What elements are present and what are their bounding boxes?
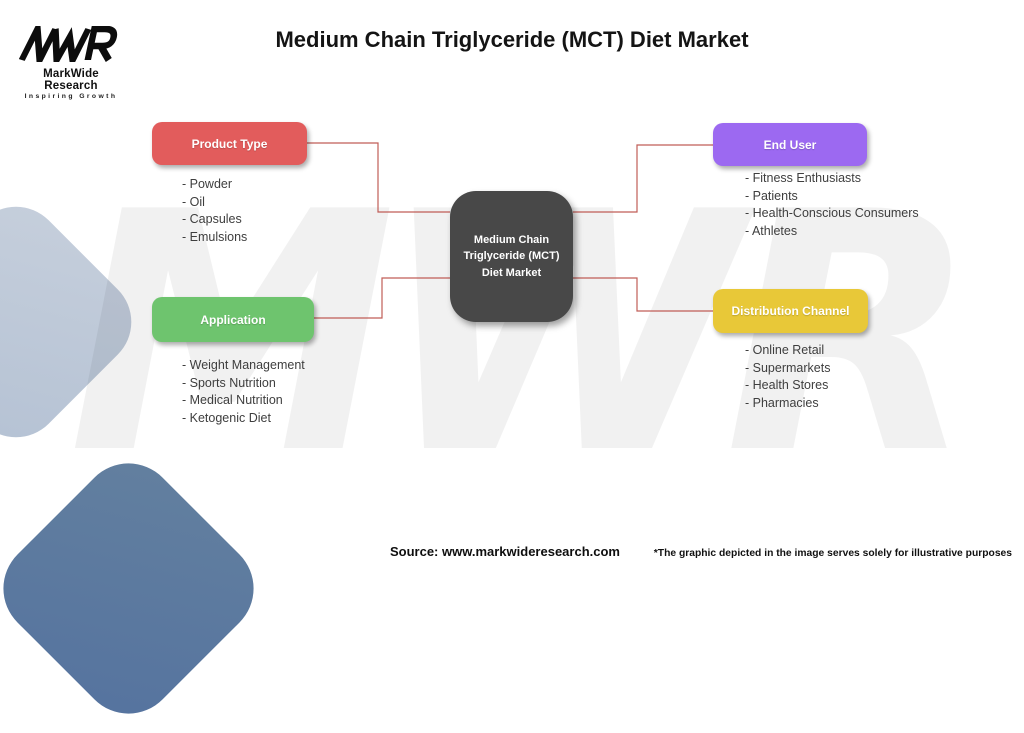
branch-box-application: Application <box>152 297 314 342</box>
list-item: - Medical Nutrition <box>182 393 283 407</box>
end-user-list: - Fitness Enthusiasts - Patients - Healt… <box>745 170 919 240</box>
connector-distribution-channel <box>573 277 713 312</box>
branch-box-product-type: Product Type <box>152 122 307 165</box>
connector-product-type <box>307 142 450 213</box>
markwide-logo: MarkWide Research Inspiring Growth <box>18 17 124 100</box>
list-item: - Health-Conscious Consumers <box>745 206 919 220</box>
center-node-line: Medium Chain <box>473 233 550 246</box>
logo-tagline: Inspiring Growth <box>24 93 118 100</box>
branch-label: Distribution Channel <box>731 304 850 318</box>
connector-lines <box>307 142 713 319</box>
list-item: - Weight Management <box>182 358 305 372</box>
list-item: - Online Retail <box>745 343 825 357</box>
list-item: - Emulsions <box>182 229 248 244</box>
distribution-channel-list: - Online Retail - Supermarkets - Health … <box>745 342 830 412</box>
application-list: - Weight Management - Sports Nutrition -… <box>182 357 305 427</box>
list-item: - Athletes <box>745 223 798 238</box>
list-item: - Pharmacies <box>745 395 819 410</box>
source-text: Source: www.markwideresearch.com <box>389 544 620 559</box>
logo-company-name: MarkWide Research <box>43 68 99 92</box>
branch-box-end-user: End User <box>713 123 867 166</box>
product-type-list: - Powder - Oil - Capsules - Emulsions <box>182 176 247 246</box>
branch-label: Application <box>200 312 266 327</box>
connector-application <box>313 277 450 319</box>
list-item: - Health Stores <box>745 378 829 392</box>
list-item: - Supermarkets <box>745 360 831 375</box>
list-item: - Oil <box>182 194 205 209</box>
list-item: - Ketogenic Diet <box>182 410 271 425</box>
branch-label: End User <box>763 137 817 152</box>
page-title: Medium Chain Triglyceride (MCT) Diet Mar… <box>275 27 749 52</box>
center-node-line: Triglyceride (MCT) <box>463 250 560 263</box>
branch-label: Product Type <box>191 136 268 151</box>
list-item: - Capsules <box>182 212 242 226</box>
list-item: - Powder <box>182 177 233 191</box>
branch-box-distribution-channel: Distribution Channel <box>713 289 868 333</box>
list-item: - Fitness Enthusiasts <box>745 171 862 185</box>
center-node-line: Diet Market <box>481 266 542 279</box>
list-item: - Patients <box>745 188 798 203</box>
mwr-logo-icon <box>18 17 118 72</box>
connector-end-user <box>573 144 713 213</box>
center-node-mct-diet-market: Medium Chain Triglyceride (MCT) Diet Mar… <box>450 191 573 322</box>
disclaimer-text: *The graphic depicted in the image serve… <box>653 548 1012 559</box>
list-item: - Sports Nutrition <box>182 375 276 390</box>
